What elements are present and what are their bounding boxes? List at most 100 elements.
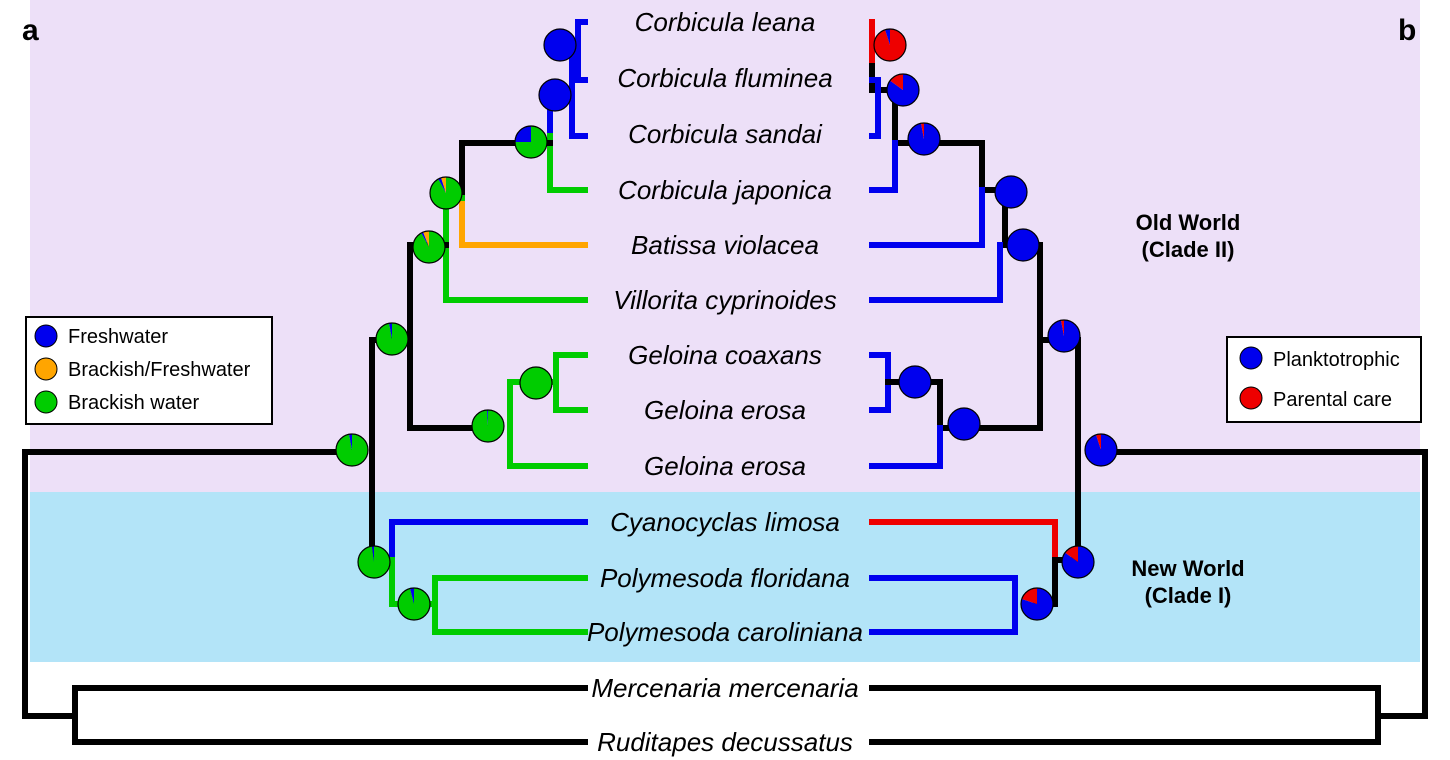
branch-r-corbicula-fluminea <box>869 77 881 139</box>
taxon-label: Geloina erosa <box>644 451 806 481</box>
habitat-pie-corbicula-leana-fluminea <box>543 28 577 62</box>
legend-swatch-planktotrophic <box>1239 346 1263 370</box>
pie-slice <box>899 366 931 398</box>
branch-r-old-world-lower <box>957 337 1043 431</box>
panel-label-b: b <box>1398 14 1416 47</box>
larva-pie-corbicula-batissa <box>994 175 1028 209</box>
pie-slice <box>948 408 980 440</box>
branch-ruditapes-left <box>72 713 588 745</box>
ancestral-state-pies <box>335 28 1118 621</box>
pie-slice <box>486 410 488 426</box>
pie-outline <box>357 545 391 579</box>
legend-swatch-brackish-freshwater <box>34 357 58 381</box>
pie-outline <box>1006 228 1040 262</box>
legend-label-parental-care: Parental care <box>1273 389 1392 411</box>
clade-new-world-line1: New World <box>1131 556 1244 581</box>
taxon-label: Polymesoda caroliniana <box>587 617 863 647</box>
larva-pie-polymesoda <box>1020 587 1054 621</box>
pie-outline <box>471 409 505 443</box>
habitat-pie-geloina-all <box>471 409 505 443</box>
habitat-pie-corbicula <box>514 125 548 159</box>
pie-outline <box>429 176 463 210</box>
pie-slice <box>1061 320 1064 336</box>
larva-pie-corbicula-batissa-villorita <box>1006 228 1040 262</box>
pie-outline <box>898 365 932 399</box>
pie-slice <box>410 588 414 604</box>
branch-corbicula-japonica <box>547 133 588 193</box>
larva-pie-new-world <box>1061 545 1095 579</box>
larva-legend: Planktotrophic Parental care <box>1226 336 1422 423</box>
branch-r-villorita <box>869 242 1003 303</box>
pie-outline <box>412 230 446 264</box>
taxon-label: Geloina erosa <box>644 395 806 425</box>
pie-slice <box>885 29 890 45</box>
habitat-pie-new-world <box>357 545 391 579</box>
larva-pie-corbicula-leana-fluminea <box>873 28 907 62</box>
habitat-pie-root-cyrenidae <box>335 433 369 467</box>
pie-slice <box>441 177 446 193</box>
taxon-label: Batissa violacea <box>631 230 819 260</box>
pie-slice <box>371 546 374 562</box>
pie-slice <box>472 410 505 442</box>
taxon-label: Corbicula fluminea <box>617 63 832 93</box>
taxon-label: Geloina coaxans <box>628 340 822 370</box>
pie-outline <box>335 433 369 467</box>
pie-slice <box>515 126 531 142</box>
pie-slice <box>1021 588 1037 604</box>
pie-slice <box>423 231 429 247</box>
branch-geloina-erosa-2 <box>507 425 588 469</box>
pie-slice <box>995 176 1027 208</box>
pie-slice <box>921 123 924 139</box>
branch-mercenaria-left <box>72 685 588 719</box>
habitat-pie-corbicula-batissa <box>429 176 463 210</box>
legend-swatch-freshwater <box>34 324 58 348</box>
clade-old-world-line1: Old World <box>1136 210 1241 235</box>
branch-r-mercenaria <box>869 685 1381 745</box>
pie-outline <box>397 587 431 621</box>
larva-pie-corbicula <box>907 122 941 156</box>
branch-r-batissa <box>869 187 985 248</box>
branch-villorita <box>443 242 588 303</box>
branch-batissa <box>459 195 588 248</box>
clade-old-world-line2: (Clade II) <box>1142 237 1235 262</box>
pie-outline <box>1047 319 1081 353</box>
pie-slice <box>539 79 571 111</box>
larva-pie-geloina-all <box>947 407 981 441</box>
pie-outline <box>543 28 577 62</box>
pie-slice <box>1048 320 1081 352</box>
pie-outline <box>375 322 409 356</box>
taxon-label: Corbicula sandai <box>628 119 823 149</box>
pie-outline <box>519 366 553 400</box>
pie-outline <box>538 78 572 112</box>
new-world-background <box>30 492 1420 662</box>
habitat-pie-old-world <box>375 322 409 356</box>
legend-label-planktotrophic: Planktotrophic <box>1273 349 1400 371</box>
legend-swatch-brackish <box>34 390 58 414</box>
pie-outline <box>514 125 548 159</box>
pie-slice <box>389 323 392 339</box>
pie-outline <box>994 175 1028 209</box>
branch-r-corbicula-batissa <box>917 140 1008 193</box>
taxon-label: Mercenaria mercenaria <box>591 673 858 703</box>
legend-label-brackish-freshwater: Brackish/Freshwater <box>68 359 251 381</box>
larva-pie-geloina <box>898 365 932 399</box>
branch-polymesoda-caroliniana <box>432 601 588 635</box>
branch-r-corbicula-japonica <box>869 140 898 193</box>
pie-slice <box>398 588 431 620</box>
branch-root-outgroup-left <box>22 449 355 719</box>
pie-slice <box>873 29 906 61</box>
panel-label-a: a <box>22 14 39 47</box>
larva-pie-old-world <box>1047 319 1081 353</box>
pie-slice <box>438 177 446 193</box>
pie-slice <box>349 434 352 450</box>
clade-new-world-line2: (Clade I) <box>1145 583 1232 608</box>
branch-r-root-outgroup <box>1097 449 1428 719</box>
pie-slice <box>520 367 552 399</box>
habitat-pie-polymesoda <box>397 587 431 621</box>
larva-pie-root-cyrenidae <box>1084 433 1118 467</box>
taxon-label: Corbicula leana <box>635 7 816 37</box>
habitat-pie-corbicula-batissa-villorita <box>412 230 446 264</box>
taxon-label: Corbicula japonica <box>618 175 832 205</box>
taxon-label: Cyanocyclas limosa <box>610 507 840 537</box>
